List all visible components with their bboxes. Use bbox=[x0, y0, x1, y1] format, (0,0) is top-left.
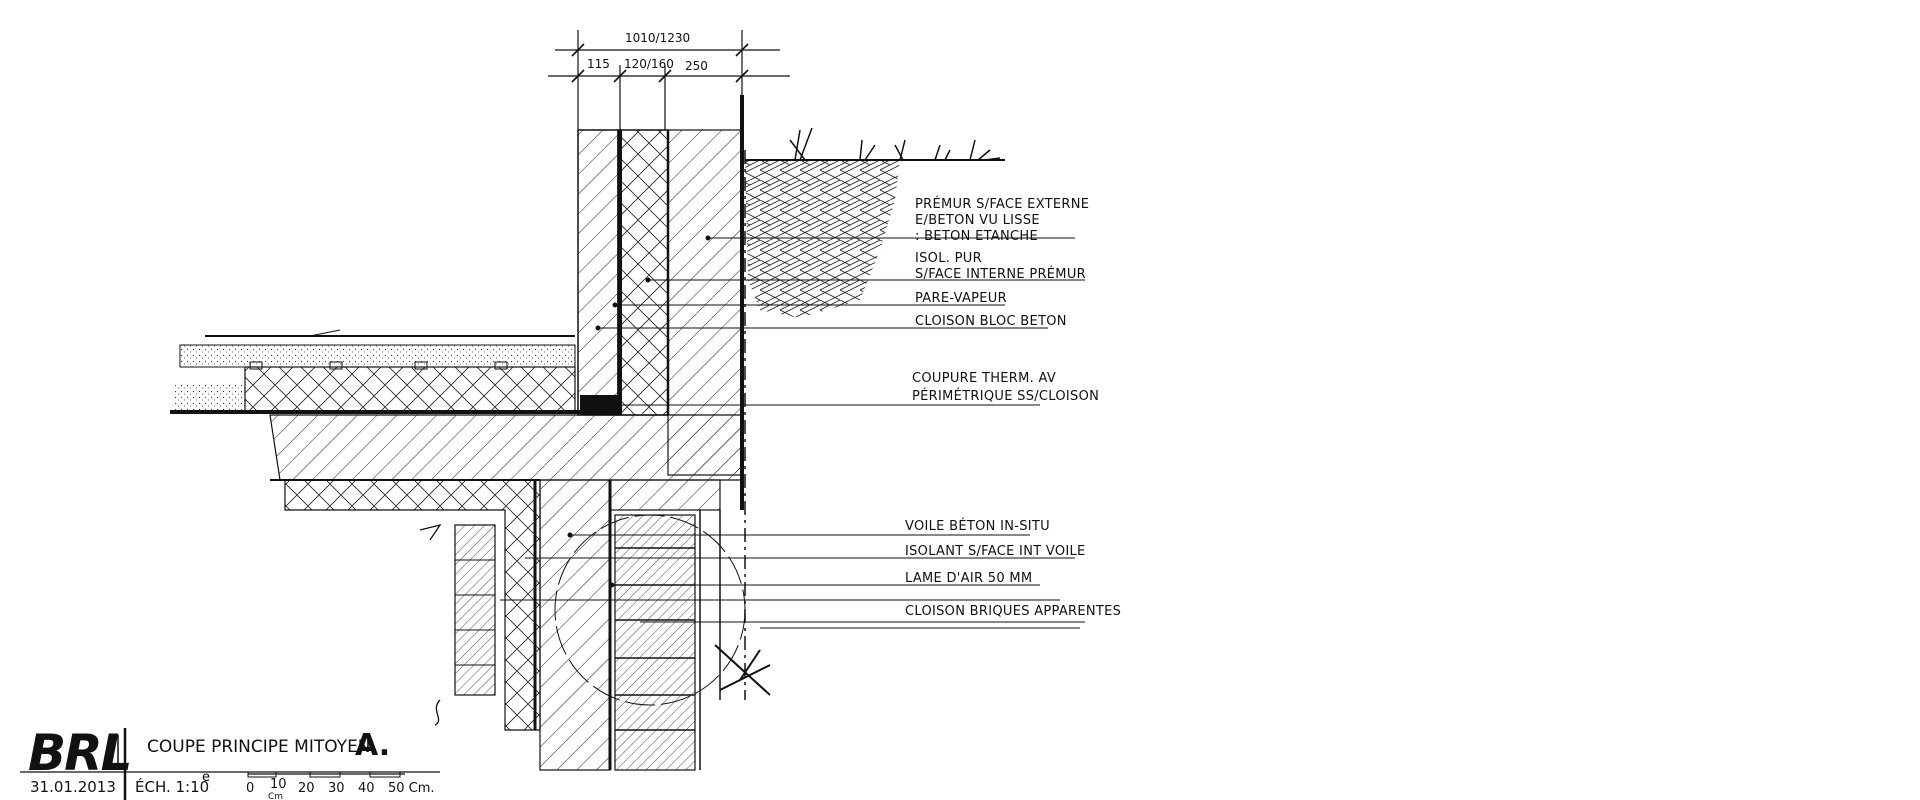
label-perimetrique-cloison: PÉRIMÉTRIQUE SS/CLOISON bbox=[912, 388, 1099, 404]
dimension-segment-3: 250 bbox=[685, 59, 708, 73]
drawing-scale: ÉCH. 1:10 bbox=[135, 777, 209, 796]
floor-slab bbox=[170, 329, 743, 481]
label-cloison-briques: CLOISON BRIQUES APPARENTES bbox=[905, 604, 1121, 619]
scale-bar-tick-30: 30 bbox=[328, 781, 345, 796]
dimension-segment-1: 115 bbox=[587, 57, 610, 71]
lower-left-wall bbox=[284, 479, 541, 731]
label-isolant-voile: ISOLANT S/FACE INT VOILE bbox=[905, 544, 1086, 559]
label-lame-air: LAME D'AIR 50 MM bbox=[905, 571, 1032, 586]
dimension-lines bbox=[548, 30, 790, 130]
label-isol-pur: ISOL. PUR bbox=[915, 251, 982, 266]
drawing-date: 31.01.2013 bbox=[30, 778, 116, 796]
lower-right-wall bbox=[539, 479, 771, 771]
dimension-segment-2: 120/160 bbox=[624, 57, 674, 71]
drawing-title: COUPE PRINCIPE MITOYEN bbox=[147, 737, 371, 757]
scale-bar-tick-10: 10 bbox=[270, 777, 287, 792]
scale-bar-tick-20: 20 bbox=[298, 781, 315, 796]
title-block bbox=[20, 728, 440, 800]
scale-bar-tick-0: 0 bbox=[246, 781, 254, 796]
earth-fill bbox=[745, 127, 1005, 318]
label-pare-vapeur: PARE-VAPEUR bbox=[915, 291, 1007, 306]
label-voile-beton: VOILE BÉTON IN-SITU bbox=[905, 518, 1050, 534]
scale-unit-small: Cm bbox=[268, 792, 283, 800]
scale-bar-tick-40: 40 bbox=[358, 781, 375, 796]
label-beton-vu-lisse: E/BETON VU LISSE bbox=[915, 213, 1040, 228]
dimension-total: 1010/1230 bbox=[625, 31, 690, 45]
label-beton-etanche: : BETON ETANCHE bbox=[915, 229, 1038, 244]
leader-lines bbox=[500, 235, 1085, 629]
label-coupure-therm: COUPURE THERM. AV bbox=[912, 371, 1056, 386]
drawing-scale-superscript: e bbox=[202, 770, 210, 785]
label-premur-face-externe: PRÉMUR S/FACE EXTERNE bbox=[915, 196, 1089, 212]
label-face-interne-premur: S/FACE INTERNE PRÉMUR bbox=[915, 266, 1086, 282]
scale-bar-tick-50: 50 Cm. bbox=[388, 781, 435, 796]
label-cloison-bloc-beton: CLOISON BLOC BETON bbox=[915, 314, 1067, 329]
logo: BRL bbox=[28, 724, 130, 782]
drawing-reference: A. bbox=[355, 728, 390, 763]
